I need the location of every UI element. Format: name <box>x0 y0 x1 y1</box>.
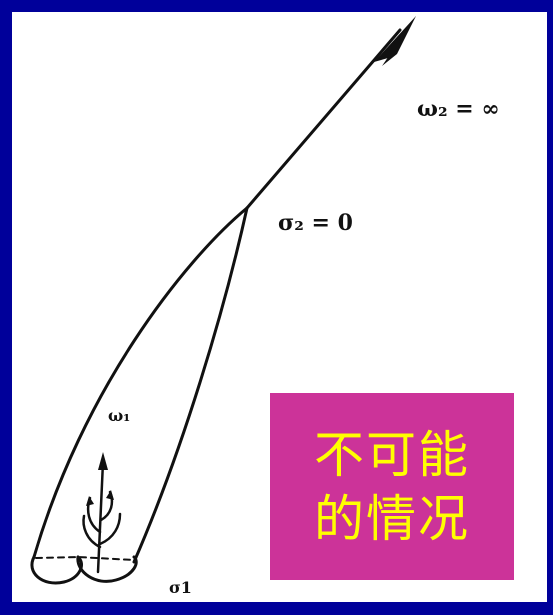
sprout-icon <box>82 460 122 574</box>
sigma1-label: σ1 <box>169 578 192 597</box>
bottom-loop-left <box>30 555 83 585</box>
callout-line-2: 的情况 <box>314 489 470 548</box>
arrow-head-2 <box>382 16 416 66</box>
callout-line-1: 不可能 <box>314 425 470 484</box>
omega2-label: ω₂ = ∞ <box>417 96 500 122</box>
arrow-head <box>374 16 416 62</box>
sigma2-label: σ₂ = 0 <box>278 210 353 236</box>
omega1-label: ω₁ <box>108 406 131 425</box>
vortex-diagram <box>30 16 416 585</box>
bottom-dashed-rim <box>35 556 135 561</box>
impossible-case-callout: 不可能 的情况 <box>270 393 514 580</box>
bottom-loop-right <box>76 555 138 583</box>
diagram-panel: ω₂ = ∞ σ₂ = 0 ω₁ σ1 不可能 的情况 <box>12 12 547 602</box>
right-branch <box>132 206 249 564</box>
sprout-tip <box>98 452 108 470</box>
left-branch <box>32 206 249 559</box>
upper-vortex-line <box>245 28 402 210</box>
